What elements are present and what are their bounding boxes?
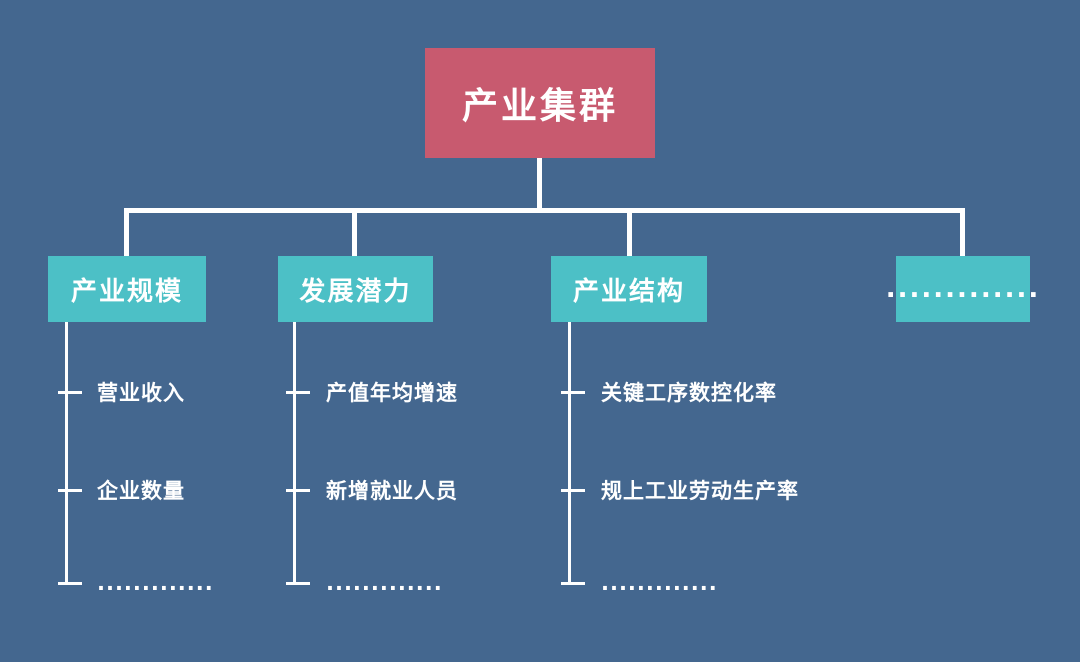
branch-label-industry-scale: 产业规模 xyxy=(70,276,183,307)
leaf-item-labor-productivity: 规上工业劳动生产率 xyxy=(601,479,799,503)
connector-branch3-vertical xyxy=(568,322,571,584)
connector-drop-2 xyxy=(352,208,357,256)
connector-tick-1-2 xyxy=(58,489,82,492)
connector-tick-3-2 xyxy=(561,489,585,492)
branch-node-industry-scale: 产业规模 xyxy=(48,256,206,322)
branch-node-ellipsis: ............. xyxy=(886,256,1038,322)
leaf-item-ellipsis-1: ............. xyxy=(97,571,214,595)
leaf-item-output-growth: 产值年均增速 xyxy=(326,381,458,405)
connector-drop-4 xyxy=(960,208,965,256)
leaf-item-ellipsis-3: ............. xyxy=(601,571,718,595)
branch-label-development-potential: 发展潜力 xyxy=(299,276,412,307)
connector-tick-3-3 xyxy=(561,582,585,585)
branch-label-ellipsis: ............. xyxy=(885,274,1041,304)
branch-node-industry-structure: 产业结构 xyxy=(551,256,707,322)
connector-branch2-vertical xyxy=(293,322,296,584)
connector-root-vertical xyxy=(537,158,542,210)
root-node: 产业集群 xyxy=(425,48,655,158)
connector-drop-3 xyxy=(627,208,632,256)
connector-branch1-vertical xyxy=(65,322,68,584)
branch-label-industry-structure: 产业结构 xyxy=(572,276,685,307)
leaf-item-cnc-rate: 关键工序数控化率 xyxy=(601,381,777,405)
branch-node-development-potential: 发展潜力 xyxy=(278,256,433,322)
connector-tick-3-1 xyxy=(561,391,585,394)
connector-horizontal xyxy=(124,208,964,213)
leaf-item-enterprise-count: 企业数量 xyxy=(97,479,185,503)
connector-tick-1-1 xyxy=(58,391,82,394)
connector-tick-2-2 xyxy=(286,489,310,492)
leaf-item-ellipsis-2: ............. xyxy=(326,571,443,595)
leaf-item-new-employment: 新增就业人员 xyxy=(326,479,458,503)
connector-tick-2-3 xyxy=(286,582,310,585)
connector-drop-1 xyxy=(124,208,129,256)
connector-tick-2-1 xyxy=(286,391,310,394)
leaf-item-revenue: 营业收入 xyxy=(97,381,185,405)
root-label: 产业集群 xyxy=(461,86,618,127)
connector-tick-1-3 xyxy=(58,582,82,585)
